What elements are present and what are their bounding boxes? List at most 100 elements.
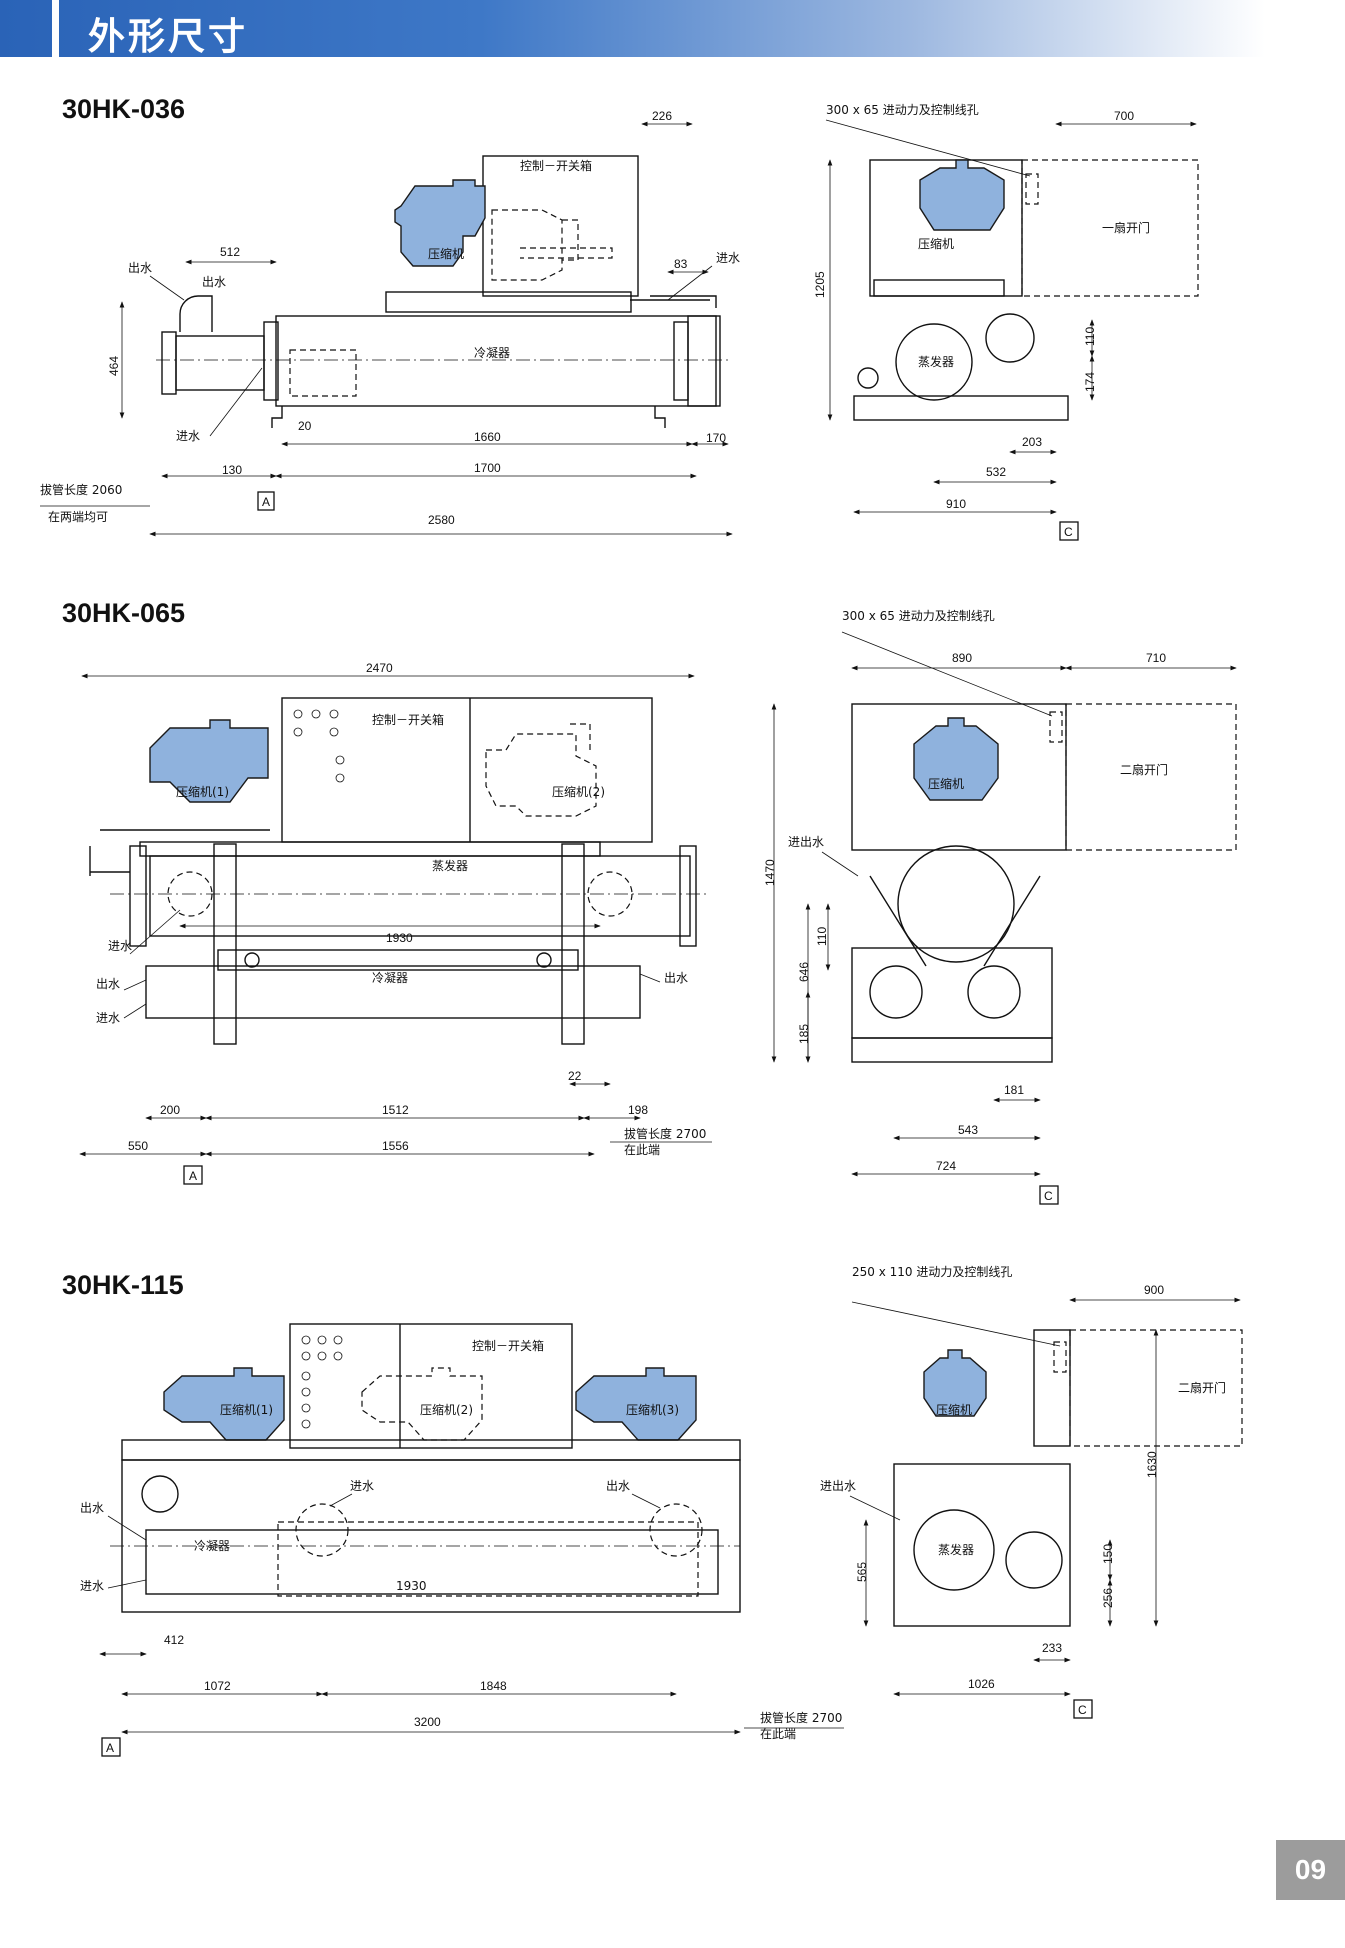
side-compressor — [923, 1349, 987, 1417]
side-view-115: 250 x 110 进动力及控制线孔 900 二扇开门 压缩机 蒸发器 进出水 … — [820, 1265, 1243, 1719]
condenser-head-left — [175, 335, 265, 391]
water-out-label-1: 出水 — [96, 977, 120, 991]
leader — [123, 979, 147, 991]
condenser-label: 冷凝器 — [474, 345, 510, 360]
pull-tube-label: 拔管长度 2700 — [624, 1126, 706, 1141]
condenser-label: 冷凝器 — [372, 970, 408, 985]
compressor-rail — [873, 279, 1005, 297]
side-compressor-label: 压缩机 — [918, 236, 954, 251]
compressor-3-label: 压缩机(3) — [626, 1402, 679, 1417]
piping-crossover — [869, 875, 1041, 967]
dim-110: 110 — [1083, 327, 1097, 346]
view-c-marker — [1059, 521, 1079, 541]
cable-hole-label: 250 x 110 进动力及控制线孔 — [852, 1265, 1012, 1279]
side-water-label: 进出水 — [820, 1479, 856, 1493]
dim-22: 22 — [568, 1069, 582, 1083]
evaporator-label: 蒸发器 — [432, 858, 468, 873]
control-box-label: 控制－开关箱 — [472, 1338, 544, 1353]
leader — [841, 631, 1053, 717]
door-swing — [1021, 159, 1199, 297]
cable-hole — [1025, 173, 1039, 205]
water-in-label-2: 进水 — [96, 1011, 120, 1025]
dim-20: 20 — [298, 419, 312, 433]
model-title: 30HK-036 — [62, 94, 185, 124]
view-a-label: A — [189, 1169, 197, 1183]
evaporator-shell — [149, 855, 691, 937]
compressor-label: 压缩机 — [428, 246, 464, 261]
leader — [821, 851, 859, 877]
side-compressor-label: 压缩机 — [936, 1402, 972, 1417]
model-title: 30HK-065 — [62, 598, 185, 628]
side-view-036: 一扇开门 300 x 65 进动力及控制线孔 压缩机 蒸发器 700 1205 … — [813, 103, 1199, 541]
door-label: 二扇开门 — [1120, 762, 1168, 777]
condenser-shell-side — [985, 313, 1035, 363]
condenser-side — [1005, 1531, 1063, 1589]
view-a-marker — [101, 1737, 121, 1757]
leader — [825, 119, 1031, 177]
dim-3200: 3200 — [414, 1715, 441, 1729]
pump — [857, 367, 879, 389]
compressor-2-hidden — [485, 723, 597, 817]
door-label: 一扇开门 — [1102, 220, 1150, 235]
dim-512: 512 — [220, 245, 240, 259]
side-compressor-label: 压缩机 — [928, 776, 964, 791]
dim-174: 174 — [1083, 372, 1097, 392]
dim-1700: 1700 — [474, 461, 501, 475]
leader — [149, 275, 185, 301]
evaporator-flange-left — [129, 845, 147, 947]
compressor-motor-hidden — [491, 209, 613, 281]
evaporator-shell — [895, 323, 973, 401]
front-view-036: 控制－开关箱 压缩机 冷凝器 出水 出水 进水 进水 — [40, 109, 740, 537]
condenser-tubesheet-left — [263, 321, 279, 401]
compressor-body — [394, 179, 486, 267]
dim-1660: 1660 — [474, 430, 501, 444]
frame-rail — [139, 841, 601, 857]
cable-hole — [1053, 1341, 1067, 1373]
compressor-base — [385, 291, 632, 313]
water-out-label-1: 出水 — [128, 261, 152, 275]
pull-tube-note: 在两端均可 — [48, 510, 108, 524]
side-view-065: 300 x 65 进动力及控制线孔 890 710 二扇开门 压缩机 进出水 1… — [763, 609, 1237, 1205]
control-box — [281, 697, 653, 843]
water-in-label-2: 进水 — [176, 429, 200, 443]
compressor-2-label: 压缩机(2) — [552, 784, 605, 799]
control-box — [289, 1323, 573, 1449]
door-swing — [1065, 703, 1237, 851]
compressor-3 — [575, 1367, 697, 1441]
leader — [107, 1579, 147, 1589]
leader — [639, 973, 661, 983]
evaporator-flange-right — [679, 845, 697, 947]
side-frame — [893, 1463, 1071, 1627]
water-in-label-2: 进水 — [350, 1479, 374, 1493]
dim-646: 646 — [797, 962, 811, 982]
dim-1930: 1930 — [386, 931, 413, 945]
door-label: 二扇开门 — [1178, 1380, 1226, 1395]
dim-1072: 1072 — [204, 1679, 231, 1693]
dim-1026: 1026 — [968, 1677, 995, 1691]
view-a-label: A — [106, 1741, 114, 1755]
condenser-right — [967, 965, 1021, 1019]
water-inlet-pipe — [630, 295, 717, 308]
dim-724: 724 — [936, 1159, 956, 1173]
control-box-label: 控制－开关箱 — [372, 712, 444, 727]
dim-532: 532 — [986, 465, 1006, 479]
dim-1470: 1470 — [763, 859, 777, 886]
dim-170: 170 — [706, 431, 726, 445]
dim-203: 203 — [1022, 435, 1042, 449]
dim-1848: 1848 — [480, 1679, 507, 1693]
dim-700: 700 — [1114, 109, 1134, 123]
dim-900: 900 — [1144, 1283, 1164, 1297]
condenser-left — [869, 965, 923, 1019]
nozzle-hidden — [587, 871, 633, 917]
dim-150: 150 — [1101, 1544, 1115, 1564]
water-outlet-pipe — [179, 295, 213, 332]
compressor-1 — [149, 719, 269, 803]
frame-outline — [121, 1459, 741, 1613]
view-c-marker — [1073, 1699, 1093, 1719]
support-feet — [271, 406, 666, 428]
control-box — [482, 155, 639, 297]
leader — [107, 1515, 147, 1541]
leader — [329, 1493, 353, 1507]
leader — [129, 909, 181, 955]
